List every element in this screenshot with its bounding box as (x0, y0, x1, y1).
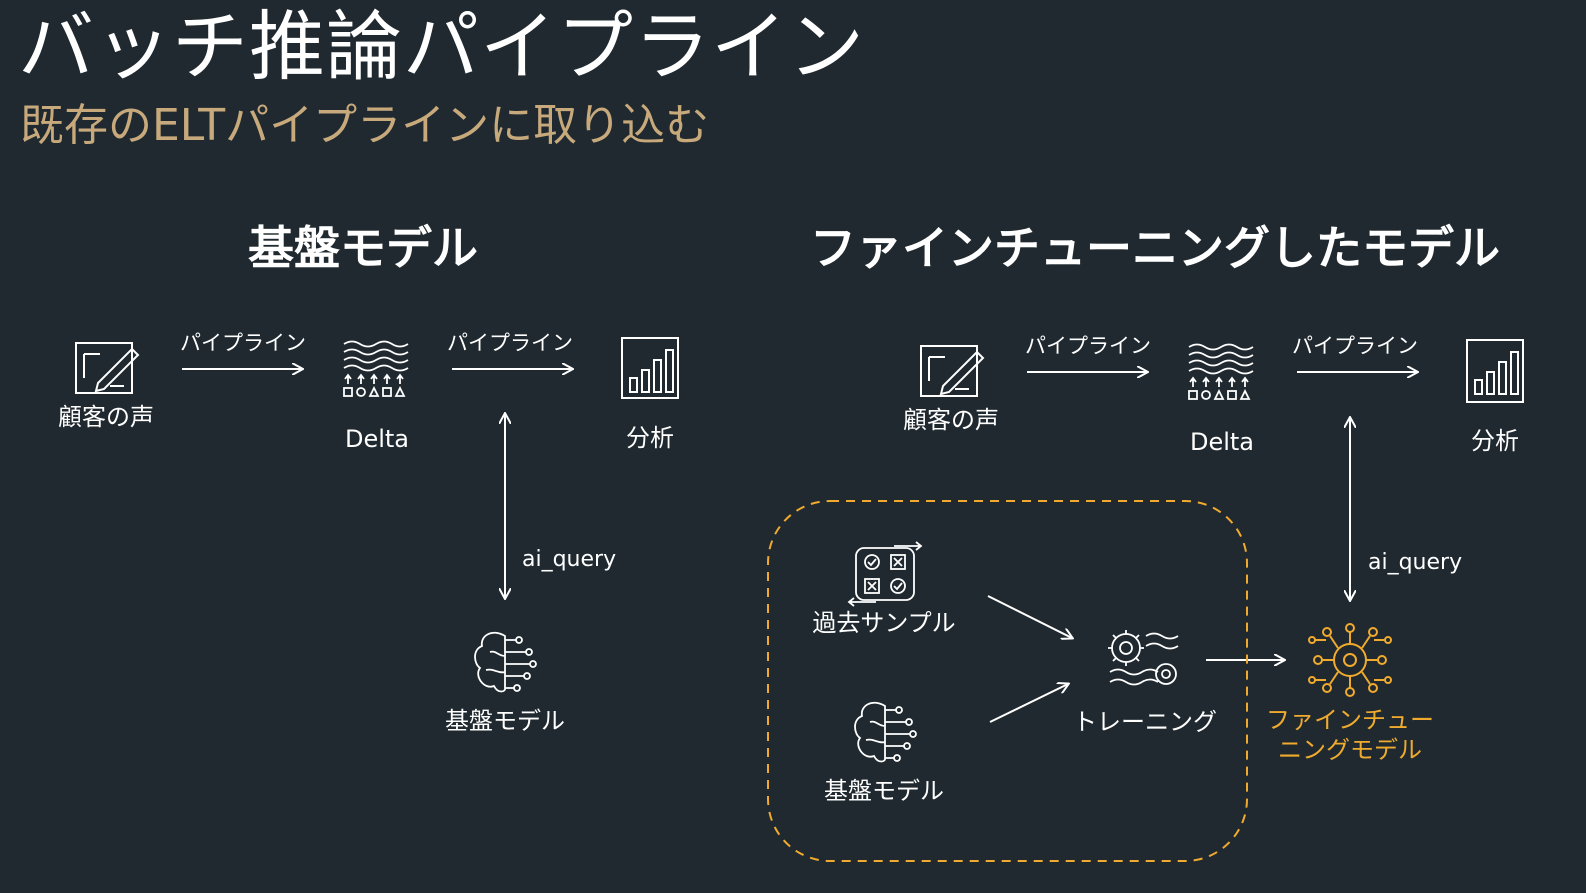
finetuned-model-label-line1: ファインチュー (1266, 706, 1434, 734)
left-analysis-label: 分析 (626, 424, 674, 452)
right-pipeline-label-1: パイプライン (1025, 334, 1151, 358)
right-pipeline-label-2: パイプライン (1292, 334, 1418, 358)
form-edit-icon (75, 342, 140, 394)
page-subtitle: 既存のELTパイプラインに取り込む (20, 100, 710, 151)
right-source-label: 顧客の声 (903, 406, 999, 434)
right-query-label: ai_query (1368, 550, 1463, 575)
left-delta-label: Delta (344, 425, 410, 453)
delta-lake-icon (343, 340, 409, 397)
left-source-label: 顧客の声 (58, 403, 154, 431)
right-base-model-label: 基盤モデル (824, 777, 944, 805)
left-pipeline-label-2: パイプライン (447, 331, 573, 355)
checklist-icon (847, 541, 923, 607)
right-delta-label: Delta (1189, 428, 1255, 456)
brain-icon (474, 631, 537, 693)
left-query-label: ai_query (522, 547, 617, 572)
training-label: トレーニング (1073, 708, 1217, 736)
form-edit-icon (920, 345, 985, 397)
training-group-box (767, 500, 1248, 862)
left-pipeline-label-1: パイプライン (180, 331, 306, 355)
bar-chart-icon (1466, 339, 1524, 403)
model-to-training-arrow (989, 684, 1068, 723)
left-model-label: 基盤モデル (445, 707, 565, 735)
page-title: バッチ推論パイプライン (18, 2, 865, 91)
brain-icon (854, 701, 917, 763)
samples-to-training-arrow (987, 595, 1072, 638)
right-analysis-label: 分析 (1471, 427, 1519, 455)
samples-label: 過去サンプル (812, 609, 956, 637)
delta-lake-icon (1188, 343, 1254, 400)
right-heading: ファインチューニングしたモデル (810, 221, 1500, 275)
bar-chart-icon (621, 337, 679, 399)
finetuned-model-label-line2: ニングモデル (1278, 736, 1422, 764)
gear-waves-icon (1108, 630, 1179, 686)
neural-network-icon (1308, 623, 1392, 697)
left-heading: 基盤モデル (248, 221, 478, 275)
